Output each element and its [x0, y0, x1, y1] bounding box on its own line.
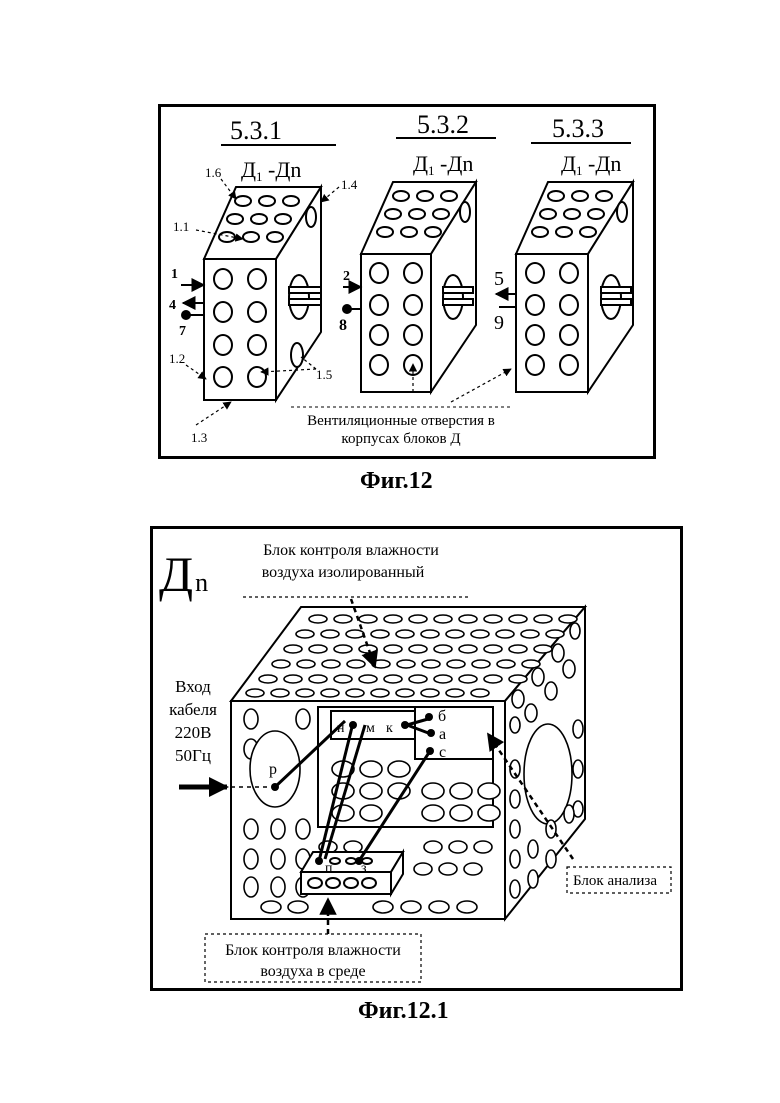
vent-note-line1: Вентиляционные отверстия в: [307, 413, 495, 429]
callout-1-5: 1.5: [316, 367, 332, 382]
connector-9: 9: [494, 312, 504, 334]
input-line2: кабеля: [169, 700, 217, 719]
block1-connectors: [181, 285, 204, 319]
connector-8: 8: [339, 317, 347, 334]
connector-4: 4: [169, 298, 176, 313]
connector-1: 1: [171, 267, 178, 282]
block-code-2: 5.3.2: [417, 110, 469, 139]
callout-1-1: 1.1: [173, 219, 189, 234]
block-label-2: Д1 -Дn: [413, 151, 473, 178]
input-line3: 220В: [175, 723, 212, 742]
connector-2: 2: [343, 269, 350, 284]
vent-note-line2: корпусах блоков Д: [341, 431, 460, 447]
terminal-a: а: [439, 726, 446, 743]
fig121-title: Дn: [159, 546, 208, 602]
input-line1: Вход: [175, 677, 211, 696]
fig121-caption: Фиг.12.1: [358, 998, 449, 1025]
block-label-1: Д1 -Дn: [241, 157, 301, 184]
bottom-label-line2: воздуха в среде: [260, 963, 365, 980]
top-label-line1: Блок контроля влажности: [263, 542, 439, 559]
terminal-z: з: [361, 861, 367, 876]
fig121-drawing: Дn Блок контроля влажности воздуха изоли…: [153, 529, 680, 988]
callout-1-3: 1.3: [191, 430, 207, 445]
bottom-label-line1: Блок контроля влажности: [225, 942, 401, 959]
block-code-1: 5.3.1: [230, 116, 282, 145]
top-label-line2: воздуха изолированный: [262, 564, 425, 581]
terminal-b: б: [438, 708, 446, 725]
fig12-drawing: 5.3.1 5.3.2 5.3.3 Д1 -Дn Д1 -Дn Д1 -Дn: [161, 107, 653, 456]
block-label-3: Д1 -Дn: [561, 151, 621, 178]
input-line4: 50Гц: [175, 746, 211, 765]
terminal-p: п: [325, 861, 333, 876]
terminal-r: р: [269, 761, 277, 778]
block3-connectors: [496, 294, 516, 307]
terminal-s: с: [439, 744, 446, 761]
callout-1-4: 1.4: [341, 177, 358, 192]
terminal-m: м: [366, 721, 375, 736]
fig12-caption: Фиг.12: [360, 468, 433, 495]
analysis-label: Блок анализа: [573, 873, 657, 889]
terminal-k: к: [386, 721, 393, 736]
terminal-n: н: [337, 721, 345, 736]
callout-1-2: 1.2: [169, 351, 185, 366]
fig121-panel: Дn Блок контроля влажности воздуха изоли…: [150, 526, 683, 991]
fig12-panel: 5.3.1 5.3.2 5.3.3 Д1 -Дn Д1 -Дn Д1 -Дn: [158, 104, 656, 459]
block2-connectors: [343, 287, 361, 313]
connector-7: 7: [179, 324, 186, 339]
block-code-3: 5.3.3: [552, 114, 604, 143]
connector-5: 5: [494, 268, 504, 290]
callout-1-6: 1.6: [205, 165, 222, 180]
